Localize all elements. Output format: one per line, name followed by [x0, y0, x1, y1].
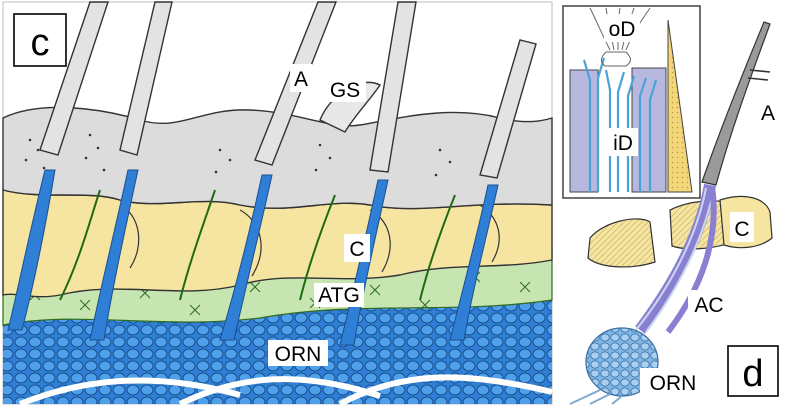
panel-c: c A GS C ATG ORN: [2, 1, 553, 407]
label-gs-left: GS: [330, 79, 360, 102]
label-gs-bg: [324, 76, 366, 102]
label-orn-left: ORN: [275, 343, 322, 366]
label-c-left: C: [349, 238, 364, 261]
panel-d-tag-box: [727, 345, 779, 397]
label-id: iD: [613, 132, 633, 155]
label-id-bg: [608, 128, 638, 156]
panel-d-tag: d: [742, 353, 763, 395]
label-a-bg: [290, 64, 312, 92]
label-od: oD: [609, 18, 636, 41]
label-orn-right-bg: [640, 368, 706, 396]
green-dendrite-lines: [59, 189, 456, 301]
panel-d: oD iD A C AC: [562, 5, 780, 405]
label-c-bg: [344, 234, 370, 262]
label-orn-right: ORN: [650, 372, 697, 395]
label-c-right: C: [734, 218, 749, 241]
inset: oD iD: [562, 5, 701, 199]
neuron-dendrites: [7, 169, 499, 346]
label-atg-left: ATG: [318, 284, 360, 307]
label-orn-bg: [268, 340, 328, 366]
hair-a: A: [701, 21, 780, 186]
label-atg-bg: [314, 283, 364, 307]
panel-c-tag: c: [31, 22, 50, 64]
cuticle-pieces: C: [587, 195, 773, 268]
dendrite-bundle: [635, 183, 717, 334]
label-ac-bg: [688, 290, 730, 318]
label-a-left: A: [294, 68, 308, 91]
label-od-bg: [604, 14, 640, 42]
label-ac-right: AC: [694, 294, 723, 317]
panel-c-tag-box: [13, 13, 67, 67]
label-a-right: A: [761, 102, 775, 125]
